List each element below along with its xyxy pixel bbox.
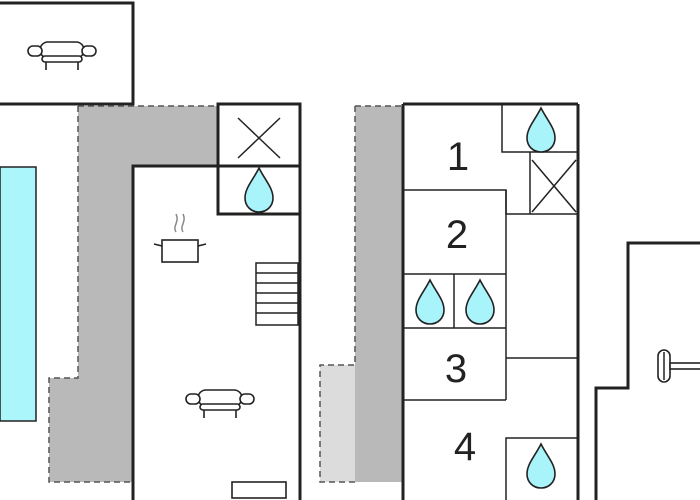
right-building [594,241,700,500]
cooking-pot-icon [153,213,207,263]
room-4-label: 4 [454,425,476,469]
water-drop-icon [415,278,445,325]
room-2-label: 2 [446,213,468,257]
window-icon [231,481,287,499]
cross-icon [237,117,281,159]
room-3-label: 3 [445,347,467,391]
pool [0,166,37,422]
left-building [131,102,302,500]
water-drop-icon [244,166,274,213]
water-drop-icon [526,442,556,489]
room-1-label: 1 [447,135,469,179]
terrace-middle-light [320,365,355,482]
shower-icon [657,349,700,383]
middle-building [401,102,580,500]
cross-icon [531,159,577,213]
water-drop-icon [465,278,495,325]
terrace-middle [355,106,403,482]
staircase-icon [255,262,299,326]
terrace-left [49,106,218,482]
sofa-icon [185,389,255,418]
water-drop-icon [526,106,556,153]
sofa-icon [27,41,97,70]
top-left-room [0,1,135,106]
